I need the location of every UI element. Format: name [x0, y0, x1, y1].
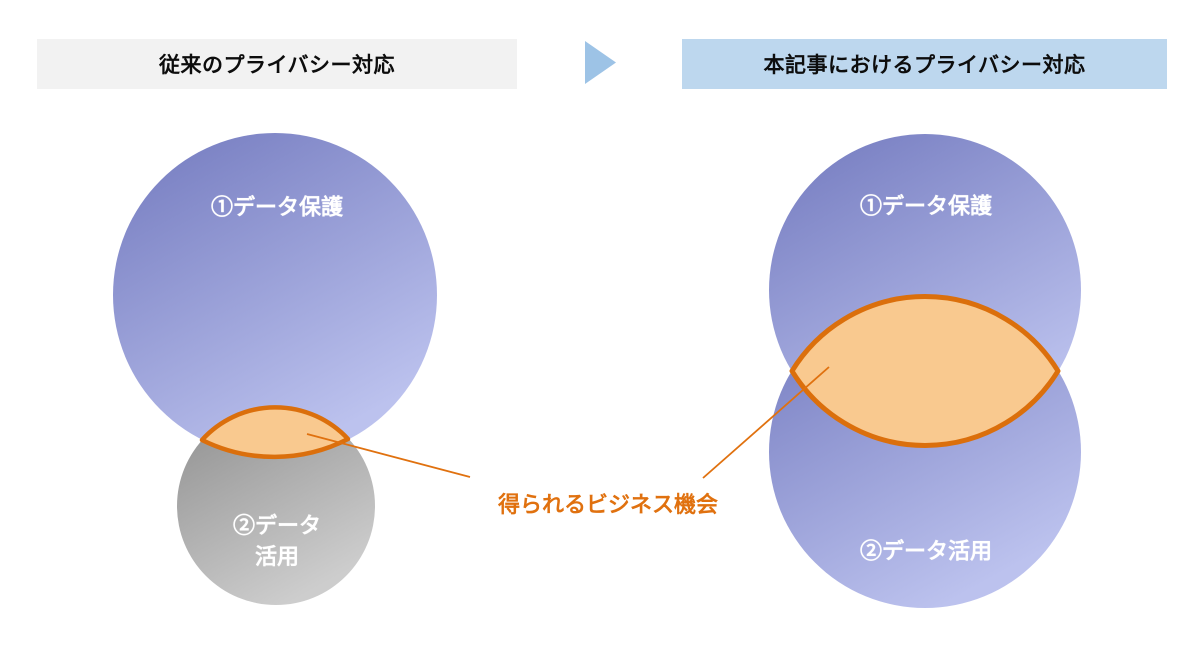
right-connector-line — [702, 366, 830, 479]
business-opportunity-caption: 得られるビジネス機会 — [497, 492, 719, 517]
left-data-utilization-label-line2: 活用 — [254, 544, 300, 569]
left-connector-line — [306, 433, 471, 478]
right-panel-header: 本記事におけるプライバシー対応 — [682, 39, 1167, 89]
right-data-utilization-label: ②データ活用 — [859, 538, 993, 564]
left-data-protection-label: ①データ保護 — [210, 194, 344, 220]
right-data-protection-label: ①データ保護 — [859, 193, 993, 219]
left-overlap-region — [199, 405, 351, 460]
left-data-utilization-label: ②データ 活用 — [233, 510, 321, 572]
left-data-utilization-label-line1: ②データ — [232, 513, 322, 538]
right-overlap-region — [789, 294, 1061, 448]
left-circle-data-utilization — [177, 407, 375, 605]
arrow-right-icon — [585, 41, 616, 84]
left-panel-header: 従来のプライバシー対応 — [37, 39, 517, 89]
left-circle-data-protection — [113, 133, 437, 457]
